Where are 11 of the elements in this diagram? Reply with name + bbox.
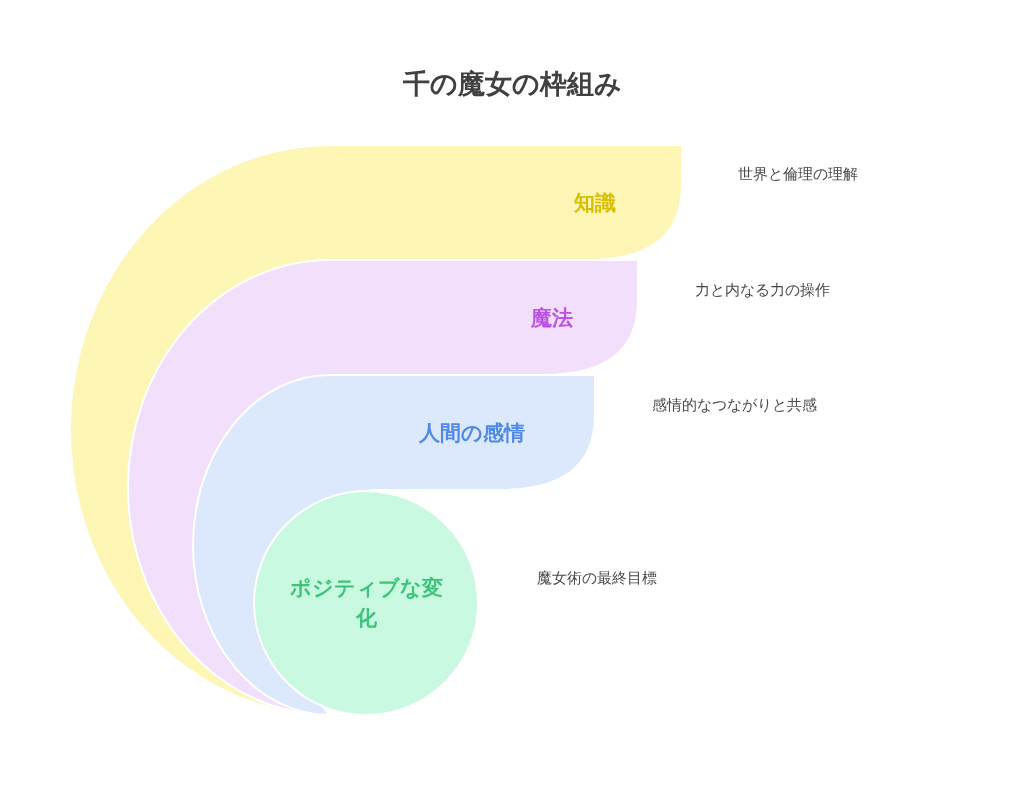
band-label: ポジティブな変化 bbox=[288, 575, 444, 632]
description-text: 世界と倫理の理解 bbox=[738, 164, 858, 185]
description-text: 魔女術の最終目標 bbox=[537, 568, 657, 589]
arc-band bbox=[70, 145, 682, 716]
band-label: 知識 bbox=[573, 190, 617, 217]
diagram-title: 千の魔女の枠組み bbox=[402, 67, 622, 101]
circle-shape bbox=[253, 490, 479, 716]
band-label: 人間の感情 bbox=[418, 420, 526, 447]
description-text: 感情的なつながりと共感 bbox=[652, 395, 817, 416]
band-label: 魔法 bbox=[530, 305, 574, 332]
description-text: 力と内なる力の操作 bbox=[695, 280, 830, 301]
